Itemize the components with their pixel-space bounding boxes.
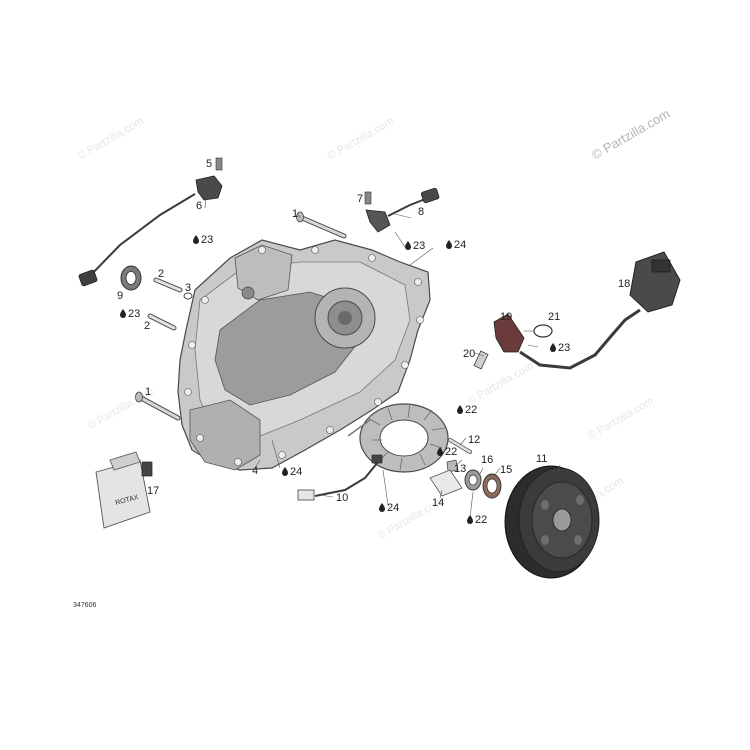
callout-5: 5 xyxy=(206,158,212,170)
callout-9: 9 xyxy=(117,290,123,302)
lubricant-refs: 23 23 23 23 24 24 24 22 22 22 xyxy=(120,234,570,526)
callout-11: 11 xyxy=(536,453,547,465)
stator xyxy=(297,403,449,501)
callout-21: 21 xyxy=(548,311,560,323)
retaining-plate xyxy=(429,469,463,497)
watermark-faint: © Partzilla.com xyxy=(466,360,536,407)
lube-ref-23: 23 xyxy=(201,234,213,246)
callout-18: 18 xyxy=(618,278,630,290)
lube-ref-22: 22 xyxy=(475,514,487,526)
callout-12: 12 xyxy=(468,434,480,446)
woodruff-key xyxy=(446,459,459,473)
stator-screw xyxy=(448,438,472,454)
lube-ref-24: 24 xyxy=(290,466,302,478)
callout-1: 1 xyxy=(292,208,298,220)
callout-19: 19 xyxy=(500,311,512,323)
lube-ref-24: 24 xyxy=(387,502,399,514)
lube-ref-23: 23 xyxy=(128,308,140,320)
bolt-upper xyxy=(296,211,347,239)
lube-ref-23: 23 xyxy=(558,342,570,354)
callout-3: 3 xyxy=(185,282,191,294)
callout-17: 17 xyxy=(147,485,159,497)
lubricant-drop-icon xyxy=(467,515,473,524)
watermark-faint: © Partzilla.com xyxy=(76,115,146,162)
dowel-pin-upper xyxy=(153,277,183,293)
lubricant-drop-icon xyxy=(379,503,385,512)
lubricant-drop-icon xyxy=(457,405,463,414)
callout-14: 14 xyxy=(432,497,444,509)
watermark: © Partzilla.com xyxy=(589,106,672,163)
washer xyxy=(482,473,502,499)
lubricant-drop-icon xyxy=(405,241,411,250)
lubricant-drop-icon xyxy=(550,343,556,352)
crank-position-sensor xyxy=(78,157,223,287)
lubricant-drop-icon xyxy=(446,240,452,249)
ignition-coil xyxy=(519,251,681,370)
lubricant-drop-icon xyxy=(193,235,199,244)
lubricant-drop-icon xyxy=(120,309,126,318)
callout-2: 2 xyxy=(158,268,164,280)
o-ring-small xyxy=(183,292,193,300)
lube-ref-24: 24 xyxy=(454,239,466,251)
crankcase-cover xyxy=(177,239,431,471)
callout-2: 2 xyxy=(144,320,150,332)
callout-4: 4 xyxy=(252,465,258,477)
callout-16: 16 xyxy=(481,454,493,466)
speed-sensor xyxy=(364,187,440,233)
callouts: 1 1 2 2 3 4 5 6 7 8 9 10 11 12 13 14 15 … xyxy=(117,158,630,509)
callout-8: 8 xyxy=(418,206,424,218)
callout-1: 1 xyxy=(145,386,151,398)
callout-7: 7 xyxy=(357,193,363,205)
lubricant-drop-icon xyxy=(282,467,288,476)
callout-6: 6 xyxy=(196,200,202,212)
lube-ref-22: 22 xyxy=(465,404,477,416)
bolt-lower xyxy=(135,391,181,421)
callout-15: 15 xyxy=(500,464,512,476)
lubricant-drop-icon xyxy=(437,447,443,456)
electronic-module: ROTAX xyxy=(95,451,153,529)
spark-plug-cap xyxy=(493,313,525,353)
nut xyxy=(464,469,482,491)
diagram-code: 347606 xyxy=(73,602,96,609)
leader-lines xyxy=(204,197,561,519)
watermark-faint: © Partzilla.com xyxy=(326,115,396,162)
o-ring-plug xyxy=(533,324,553,338)
dowel-pin-lower xyxy=(147,313,177,331)
callout-13: 13 xyxy=(454,463,466,475)
callout-20: 20 xyxy=(463,348,475,360)
lube-ref-23: 23 xyxy=(413,240,425,252)
watermark-faint: © Partzilla.com xyxy=(586,395,656,442)
callout-10: 10 xyxy=(336,492,348,504)
oil-seal xyxy=(120,265,142,291)
flywheel xyxy=(504,465,600,579)
spark-plug xyxy=(473,350,489,370)
lube-ref-22: 22 xyxy=(445,446,457,458)
